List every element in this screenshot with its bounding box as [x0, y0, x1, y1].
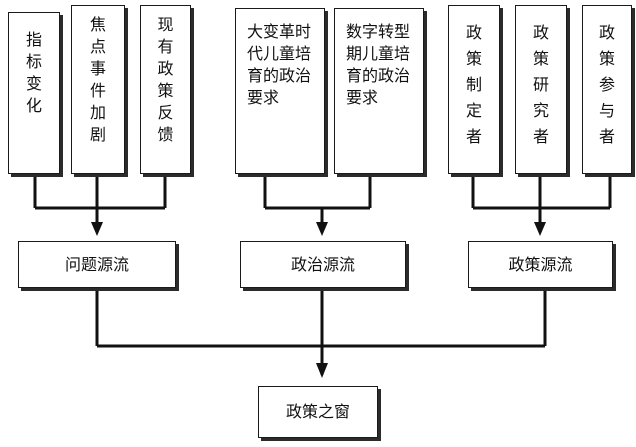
arrowhead	[534, 222, 546, 236]
policy-window-label: 政策之窗	[285, 402, 350, 421]
policy-source-box-2: 政策研究者	[515, 5, 567, 174]
policy-source-box-1: 政策制定者	[448, 5, 500, 174]
policy-source-text: 政策制定者	[465, 23, 482, 146]
arrowhead	[91, 222, 103, 236]
policy-stream-box: 政策源流	[468, 241, 613, 288]
problem-source-box-2: 焦点事件加剧	[71, 5, 125, 174]
problem-stream-label: 问题源流	[64, 255, 129, 274]
problem-source-box-3: 现有政策反馈	[140, 5, 191, 174]
problem-stream-box: 问题源流	[18, 241, 176, 288]
problem-source-text: 焦点事件加剧	[89, 15, 106, 144]
politics-stream-label: 政治源流	[290, 255, 355, 274]
politics-source-box-2: 数字转型期儿童培育的政治要求	[334, 8, 424, 174]
policy-window-box: 政策之窗	[258, 386, 378, 438]
policy-source-box-3: 政策参与者	[582, 5, 632, 174]
policy-stream-label: 政策源流	[508, 255, 573, 274]
politics-source-text: 大变革时代儿童培育的政治要求	[247, 22, 312, 107]
politics-stream-box: 政治源流	[240, 241, 406, 288]
politics-source-text: 数字转型期儿童培育的政治要求	[346, 22, 411, 107]
problem-source-text: 现有政策反馈	[157, 15, 174, 144]
policy-source-text: 政策参与者	[598, 23, 615, 146]
politics-source-box-1: 大变革时代儿童培育的政治要求	[235, 8, 325, 174]
arrowhead	[316, 363, 328, 378]
problem-source-box-1: 指标变化	[8, 12, 60, 174]
policy-source-text: 政策研究者	[532, 23, 549, 146]
arrowhead	[316, 222, 328, 236]
problem-source-text: 指标变化	[25, 30, 42, 115]
